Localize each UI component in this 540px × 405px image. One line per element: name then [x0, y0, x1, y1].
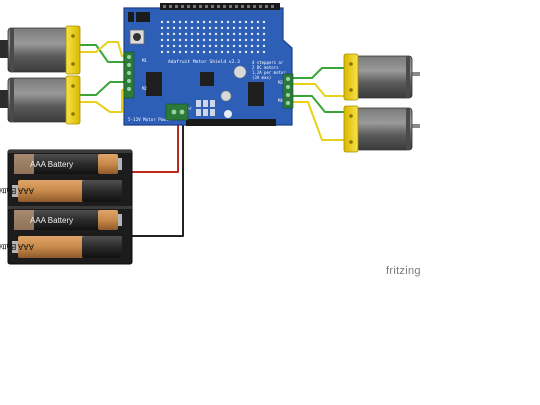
fritzing-brand: fritzing: [386, 265, 421, 277]
wire-m2-green: [79, 81, 131, 96]
wires: [79, 41, 347, 237]
wire-m1-green: [79, 44, 131, 63]
battery-1: AAA Battery: [14, 154, 122, 174]
wire-power-red: [129, 123, 179, 173]
wire-m3-green: [292, 67, 347, 79]
battery-2: AAA Battery: [0, 180, 122, 202]
capacitor-2: [220, 90, 232, 102]
shield-note-line-2: 2 DC motors: [252, 65, 279, 70]
power-label: 5-12V Motor Power: [128, 117, 171, 122]
adafruit-logo-icon: [224, 110, 232, 118]
port-label-m4: M4: [278, 98, 283, 103]
wire-m3-yellow: [292, 83, 347, 97]
wire-m2-yellow: [79, 89, 131, 113]
driver-chip-2: [248, 82, 264, 106]
battery-3: AAA Battery: [14, 210, 122, 230]
pwm-chip: [200, 72, 214, 86]
shield-title: Adafruit Motor Shield v2.3: [168, 59, 240, 65]
motor-3: [343, 53, 420, 101]
battery-1-label: AAA Battery: [30, 160, 73, 169]
shield-note-line-1: 4 steppers or: [252, 60, 284, 65]
driver-chip-1: [146, 72, 162, 96]
battery-4: AAA Battery: [0, 236, 122, 258]
wire-m4-yellow: [292, 101, 347, 141]
motor-2: [0, 75, 81, 125]
wire-m4-green: [292, 95, 347, 113]
motor-1: [0, 25, 81, 75]
battery-pack: [7, 149, 133, 265]
power-terminal: [165, 103, 189, 121]
battery-4-label: AAA Battery: [0, 242, 34, 251]
terminal-right: [282, 73, 294, 109]
capacitor-1: [233, 65, 247, 79]
port-label-m3: M3: [278, 80, 283, 85]
motor-4: [343, 105, 420, 153]
shield-note-line-3: 1.2A per motor: [252, 70, 286, 75]
wire-m1-yellow: [79, 41, 131, 57]
port-label-m1: M1: [142, 58, 147, 63]
port-label-m2: M2: [142, 86, 147, 91]
wire-power-black: [129, 123, 184, 237]
shield-note-line-4: (3A max): [252, 75, 271, 80]
battery-3-label: AAA Battery: [30, 216, 73, 225]
motor-shield: Adafruit Motor Shield v2.3 4 steppers or…: [123, 3, 294, 126]
proto-grid: [160, 20, 266, 54]
battery-2-label: AAA Battery: [0, 186, 34, 195]
